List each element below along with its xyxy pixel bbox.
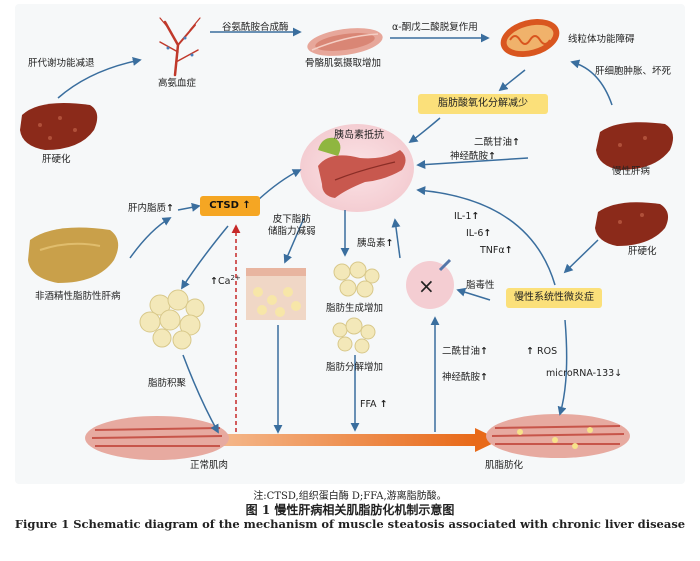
label-ros: ↑ ROS xyxy=(526,346,558,357)
label-microrna: microRNA-133↓ xyxy=(546,368,623,379)
caption-note: 注:CTSD,组织蛋白酶 D;FFA,游离脂肪酸。 xyxy=(253,491,447,502)
svg-text:×: × xyxy=(418,274,435,298)
fat-cells-center-lower xyxy=(332,317,376,354)
progression-arrow xyxy=(185,428,500,452)
label-cirrhosis-right: 肝硬化 xyxy=(628,246,657,257)
label-fat-accumulation: 脂肪积聚 xyxy=(148,378,187,389)
label-diglyceride-mid: 二酰甘油↑ xyxy=(442,346,488,357)
label-lipogenesis: 脂肪生成增加 xyxy=(326,303,384,314)
label-hepatocyte-swelling: 肝细胞肿胀、坏死 xyxy=(595,66,672,77)
steatotic-muscle-icon xyxy=(486,414,630,458)
label-akg-decarboxylation: α-酮戊二酸脱复作用 xyxy=(392,22,478,33)
box-ctsd: CTSD ↑ xyxy=(200,196,260,216)
label-nafld: 非酒精性脂肪性肝病 xyxy=(35,291,121,302)
fatty-liver-icon xyxy=(28,227,119,283)
flow-arrows xyxy=(57,27,613,434)
chronic-liver-icon xyxy=(596,122,674,170)
label-lipolysis: 脂肪分解增加 xyxy=(326,362,384,373)
cirrhotic-liver-icon-right xyxy=(595,202,669,246)
lipotoxicity-icon: × xyxy=(406,258,454,309)
caption-title-cn: 图 1 慢性肝病相关肌脂肪化机制示意图 xyxy=(245,503,455,517)
subcutaneous-fat-icon xyxy=(246,268,306,320)
fat-cells-center-upper xyxy=(333,261,380,298)
label-tnfa: TNFα↑ xyxy=(480,245,513,256)
label-muscle-ammonia-uptake: 骨骼肌氨摄取增加 xyxy=(305,58,382,69)
label-ceramide-mid: 神经酰胺↑ xyxy=(442,372,488,383)
label-ffa: FFA ↑ xyxy=(360,399,388,410)
label-ca: ↑Ca2+ xyxy=(210,274,241,288)
box-fa-oxidation-reduced: 脂肪酸氧化分解减少 xyxy=(418,94,548,114)
cirrhotic-liver-icon-top-left xyxy=(20,102,98,150)
label-lipotoxicity: 脂毒性 xyxy=(466,280,495,291)
label-subq-fat: 皮下脂肪 储脂力减弱 xyxy=(268,214,316,237)
label-insulin: 胰岛素↑ xyxy=(357,238,394,249)
label-liver-metabolic-decline: 肝代谢功能减退 xyxy=(28,58,95,69)
label-mito-dysfunction: 线粒体功能障碍 xyxy=(568,34,635,45)
skeletal-muscle-icon xyxy=(307,28,383,56)
fat-cells-left xyxy=(139,289,205,350)
label-il1: IL-1↑ xyxy=(454,211,480,222)
label-glutamine-synthase: 谷氨酰胺合成酶 xyxy=(222,22,289,33)
normal-muscle-icon xyxy=(85,416,229,460)
label-normal-muscle: 正常肌肉 xyxy=(190,460,229,471)
label-ceramide-top: 神经酰胺↑ xyxy=(450,151,496,162)
label-hyperammonemia: 高氨血症 xyxy=(158,78,197,89)
label-cirrhosis-top: 肝硬化 xyxy=(42,154,71,165)
label-chronic-liver-disease: 慢性肝病 xyxy=(612,166,651,177)
label-liver-lipid: 肝内脂质↑ xyxy=(128,203,174,214)
label-diglyceride-top: 二酰甘油↑ xyxy=(474,137,520,148)
mitochondria-icon xyxy=(500,18,560,58)
label-muscle-steatosis: 肌脂肪化 xyxy=(485,460,524,471)
box-systemic-inflammation: 慢性系统性微炎症 xyxy=(506,288,602,308)
label-il6: IL-6↑ xyxy=(466,228,492,239)
caption-title-en: Figure 1 Schematic diagram of the mechan… xyxy=(14,517,686,531)
label-insulin-resistance: 胰岛素抵抗 xyxy=(334,130,384,141)
pancreas-icon xyxy=(300,124,414,212)
blood-vessel-icon xyxy=(159,17,201,77)
diagram-panel xyxy=(15,4,685,484)
